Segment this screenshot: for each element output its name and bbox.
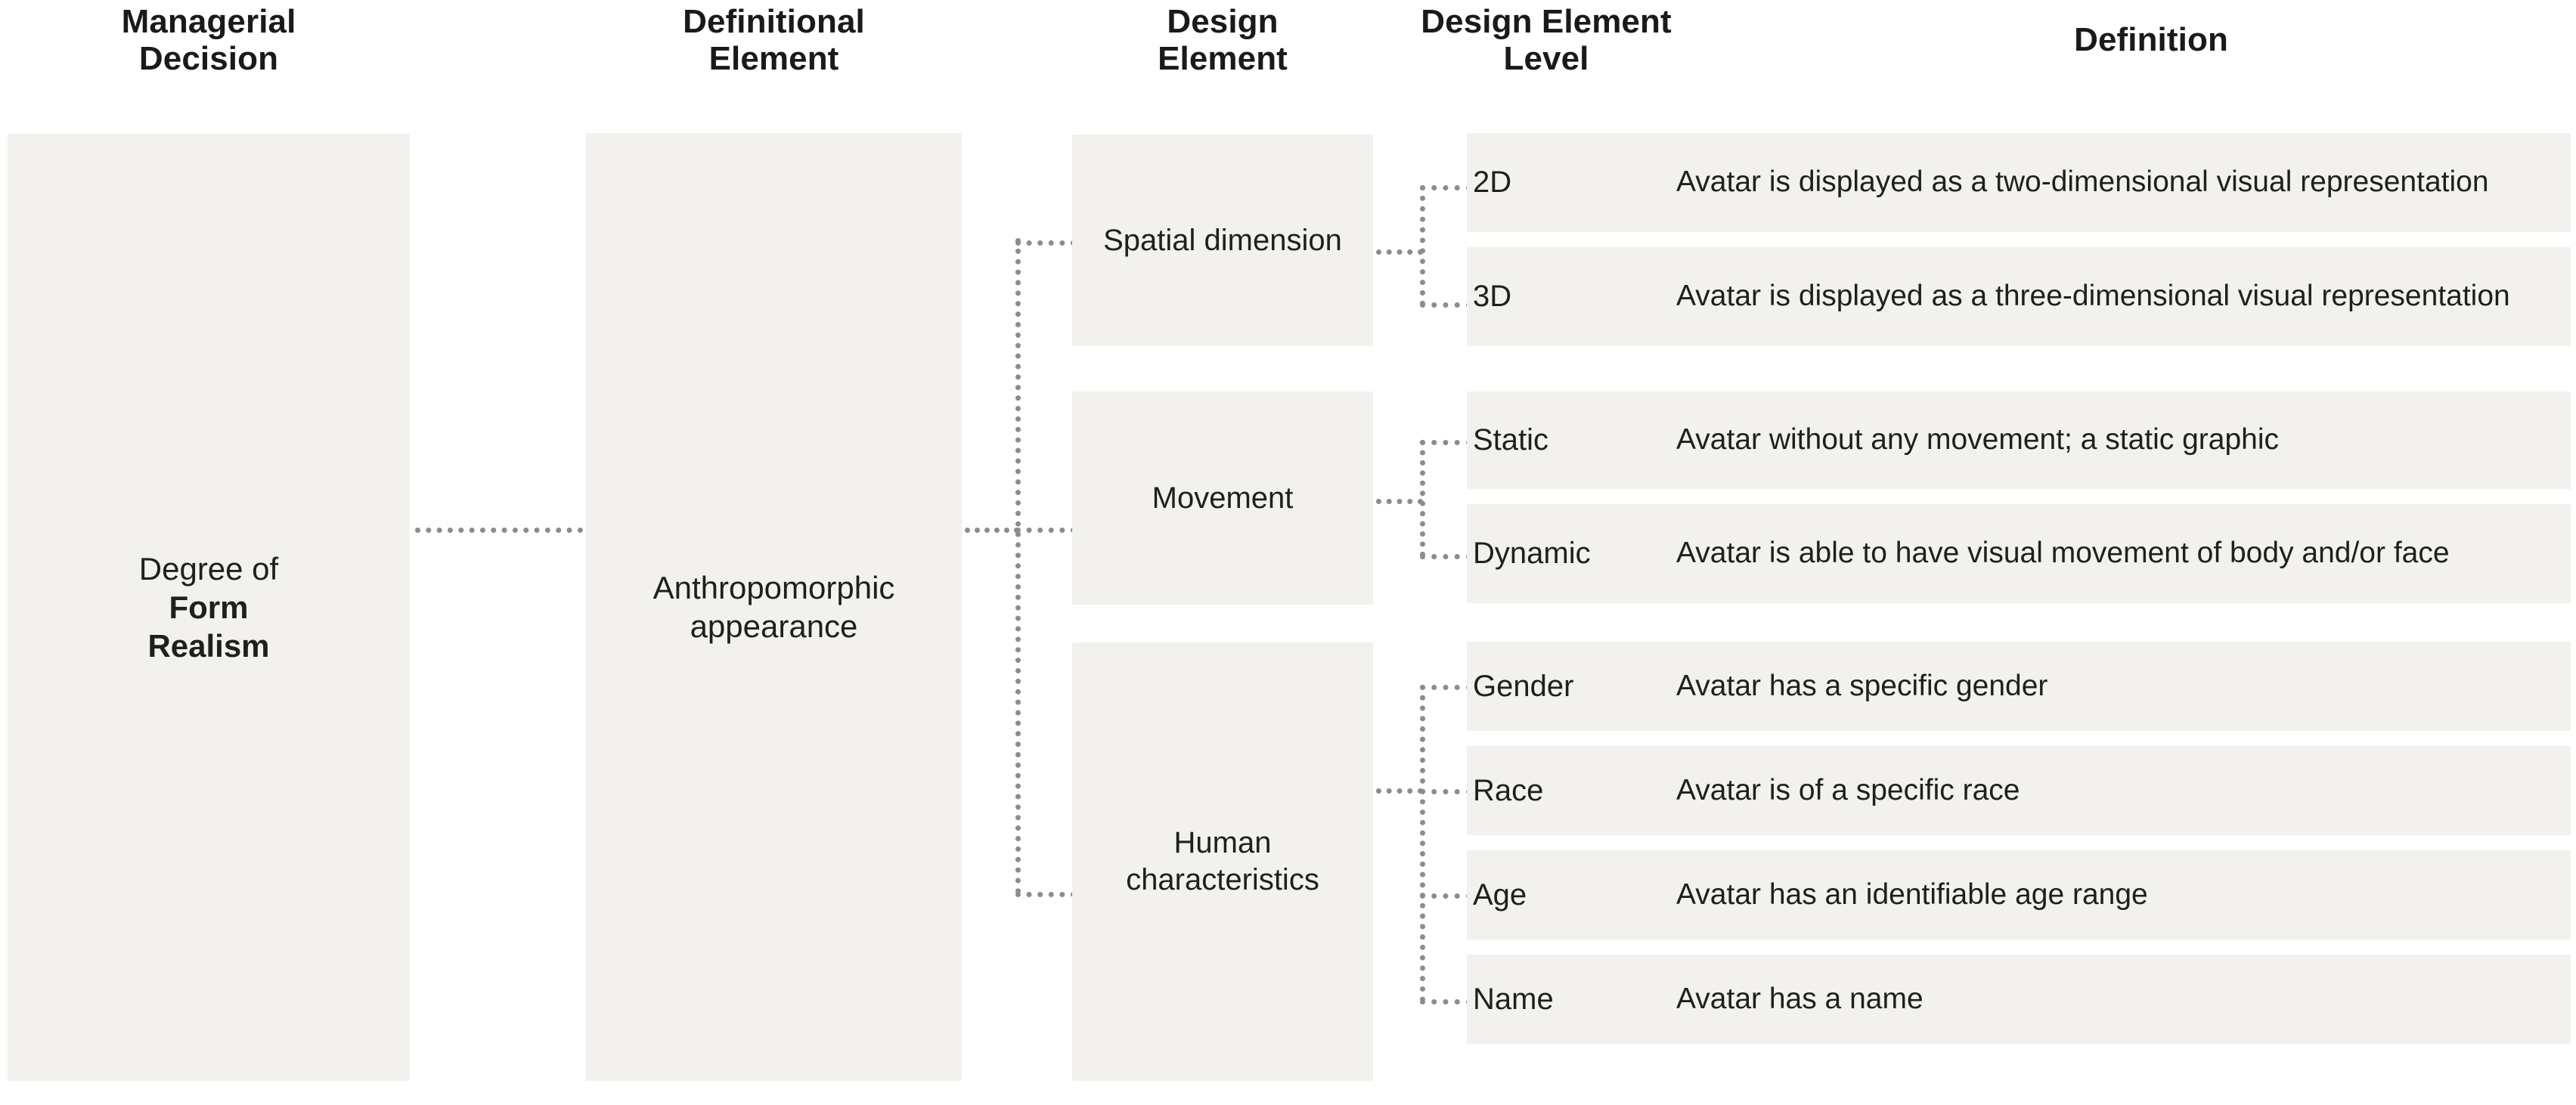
connector-movement-to-dynamic [1420,554,1471,559]
connector-human-trunk [1420,685,1425,1002]
connector-movement-trunk [1420,440,1425,557]
connector-movement-stem [1376,499,1423,504]
definition-text-gender: Avatar has a specific gender [1676,669,2048,702]
definitional-element-box: Anthropomorphic appearance [586,133,962,1081]
level-label-3d: 3D [1473,280,1512,313]
definition-text-age: Avatar has an identifiable age range [1676,878,2148,911]
connector-human-to-gender [1420,685,1471,690]
level-row-race: Race Avatar is of a specific race [1467,746,2571,835]
connector-definitional-stem [965,528,1019,533]
column-header-definition: Definition [2074,21,2228,58]
connector-movement-to-static [1420,440,1471,445]
level-row-name: Name Avatar has a name [1467,955,2571,1044]
connector-spatial-trunk [1420,185,1425,306]
managerial-decision-line3: Realism [147,628,270,664]
design-element-label-spatial: Spatial dimension [1103,223,1342,257]
definitional-element-label: Anthropomorphic appearance [653,569,895,644]
level-label-age: Age [1473,878,1527,912]
level-row-age: Age Avatar has an identifiable age range [1467,850,2571,939]
connector-managerial-to-definitional [415,528,583,533]
definition-text-2d: Avatar is displayed as a two-dimensional… [1676,166,2489,199]
definition-text-race: Avatar is of a specific race [1676,773,2020,806]
connector-spatial-to-2d [1420,185,1471,190]
level-label-2d: 2D [1473,166,1512,199]
level-label-static: Static [1473,423,1549,457]
definition-text-3d: Avatar is displayed as a three-dimension… [1676,280,2510,313]
connector-trunk-to-spatial [1015,240,1076,246]
design-element-box-spatial-dimension: Spatial dimension [1072,135,1373,346]
definition-text-name: Avatar has a name [1676,982,1923,1015]
level-label-name: Name [1473,982,1554,1016]
connector-human-stem [1376,788,1423,794]
level-label-gender: Gender [1473,669,1574,703]
design-element-label-movement: Movement [1152,481,1294,515]
connector-definitional-trunk [1015,238,1021,894]
level-label-dynamic: Dynamic [1473,537,1591,570]
connector-trunk-to-movement [1015,528,1076,533]
managerial-decision-box: Degree of Form Realism [8,134,410,1081]
level-row-static: Static Avatar without any movement; a st… [1467,392,2571,489]
level-row-gender: Gender Avatar has a specific gender [1467,642,2571,731]
connector-human-to-race [1420,789,1471,794]
connector-spatial-stem [1376,249,1423,255]
connector-trunk-to-human [1015,892,1076,897]
definition-text-static: Avatar without any movement; a static gr… [1676,423,2280,457]
design-element-box-movement: Movement [1072,392,1373,605]
design-element-label-human: Human characteristics [1126,826,1319,896]
level-row-2d: 2D Avatar is displayed as a two-dimensio… [1467,133,2571,232]
design-element-box-human-characteristics: Human characteristics [1072,642,1373,1081]
connector-human-to-name [1420,999,1471,1004]
definition-text-dynamic: Avatar is able to have visual movement o… [1676,537,2450,570]
connector-human-to-age [1420,893,1471,899]
level-row-dynamic: Dynamic Avatar is able to have visual mo… [1467,504,2571,603]
connector-spatial-to-3d [1420,302,1471,308]
managerial-decision-line2: Form [169,589,249,625]
level-label-race: Race [1473,773,1544,807]
level-row-3d: 3D Avatar is displayed as a three-dimens… [1467,247,2571,346]
managerial-decision-line1: Degree of [138,550,279,587]
